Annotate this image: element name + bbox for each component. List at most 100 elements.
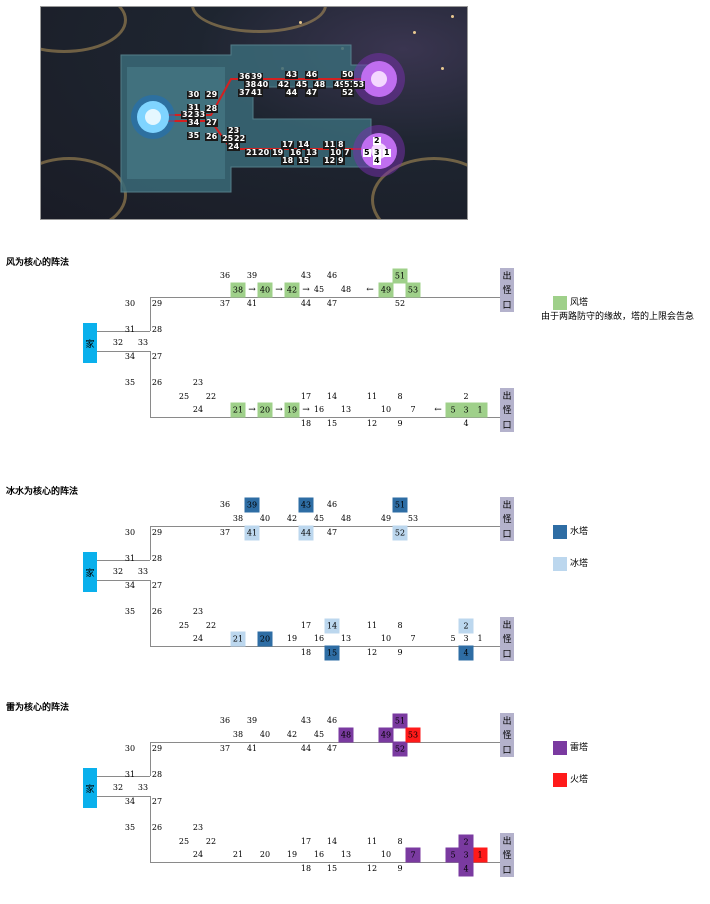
slot-number-46: 46 — [326, 500, 338, 509]
slot-number-31: 31 — [124, 325, 136, 334]
legend-swatch — [553, 296, 567, 310]
path-line — [97, 776, 150, 777]
map-slot-21: 21 — [245, 148, 259, 157]
slot-number-36: 36 — [219, 271, 231, 280]
slot-number-4: 4 — [463, 419, 469, 428]
map-slot-11: 11 — [323, 140, 337, 149]
slot-number-18: 18 — [300, 419, 312, 428]
slot-number-31: 31 — [124, 770, 136, 779]
map-slot-45: 45 — [295, 80, 309, 89]
slot-number-33: 33 — [137, 783, 149, 792]
slot-number-39: 39 — [246, 716, 258, 725]
slot-number-13: 13 — [340, 634, 352, 643]
cloud-decoration — [371, 157, 467, 219]
slot-number-23: 23 — [192, 607, 204, 616]
map-slot-29: 29 — [205, 90, 219, 99]
slot-number-17: 17 — [300, 392, 312, 401]
slot-number-45: 45 — [313, 730, 325, 739]
map-slot-43: 43 — [285, 70, 299, 79]
right-arrow-icon: → — [275, 405, 283, 415]
slot-number-35: 35 — [124, 378, 136, 387]
slot-number-36: 36 — [219, 716, 231, 725]
slot-number-34: 34 — [124, 581, 136, 590]
slot-number-11: 11 — [366, 392, 378, 401]
slot-number-44: 44 — [300, 299, 312, 308]
map-layout-svg — [120, 44, 405, 193]
map-slot-46: 46 — [305, 70, 319, 79]
tower-slot-49: 49 — [378, 282, 394, 298]
slot-number-35: 35 — [124, 607, 136, 616]
map-slot-36: 36 — [238, 72, 252, 81]
map-slot-48: 48 — [313, 80, 327, 89]
tower-slot-3: 3 — [458, 847, 474, 863]
slot-number-27: 27 — [151, 581, 163, 590]
slot-number-35: 35 — [124, 823, 136, 832]
slot-number-7: 7 — [410, 634, 416, 643]
slot-number-26: 26 — [151, 378, 163, 387]
tower-slot-19: 19 — [284, 402, 300, 418]
slot-number-22: 22 — [205, 837, 217, 846]
right-arrow-icon: → — [302, 405, 310, 415]
slot-number-32: 32 — [112, 567, 124, 576]
legend-label: 雷塔 — [570, 743, 589, 753]
slot-number-37: 37 — [219, 528, 231, 537]
slot-number-9: 9 — [397, 864, 403, 873]
exit-char: 怪 — [502, 515, 512, 526]
tower-slot-7: 7 — [405, 847, 421, 863]
path-line — [150, 351, 151, 417]
slot-number-42: 42 — [286, 730, 298, 739]
slot-number-41: 41 — [246, 744, 258, 753]
slot-number-11: 11 — [366, 621, 378, 630]
slot-number-34: 34 — [124, 797, 136, 806]
slot-number-13: 13 — [340, 405, 352, 414]
slot-number-8: 8 — [397, 392, 403, 401]
tower-slot-14: 14 — [324, 618, 340, 634]
tower-slot-49: 49 — [378, 727, 394, 743]
map-slot-3: 3 — [373, 148, 381, 157]
map-slot-15: 15 — [297, 156, 311, 165]
slot-number-28: 28 — [151, 554, 163, 563]
slot-number-36: 36 — [219, 500, 231, 509]
slot-number-45: 45 — [313, 285, 325, 294]
tower-slot-4: 4 — [458, 861, 474, 877]
map-slot-16: 16 — [289, 148, 303, 157]
slot-number-33: 33 — [137, 567, 149, 576]
legend-swatch — [553, 525, 567, 539]
star-decoration — [451, 15, 454, 18]
path-line — [150, 526, 500, 527]
slot-number-29: 29 — [151, 299, 163, 308]
tower-slot-4: 4 — [458, 645, 474, 661]
map-slot-28: 28 — [205, 104, 219, 113]
slot-number-25: 25 — [178, 621, 190, 630]
slot-number-39: 39 — [246, 271, 258, 280]
exit-char: 出 — [502, 620, 512, 631]
map-slot-34: 34 — [187, 118, 201, 127]
path-line — [97, 580, 150, 581]
slot-number-47: 47 — [326, 299, 338, 308]
slot-number-21: 21 — [232, 850, 244, 859]
star-decoration — [413, 31, 416, 34]
slot-number-17: 17 — [300, 837, 312, 846]
map-slot-44: 44 — [285, 88, 299, 97]
slot-number-16: 16 — [313, 634, 325, 643]
slot-number-18: 18 — [300, 864, 312, 873]
map-slot-31: 31 — [187, 103, 201, 112]
home-base: 家 — [83, 768, 97, 808]
slot-number-18: 18 — [300, 648, 312, 657]
slot-number-43: 43 — [300, 716, 312, 725]
tower-slot-20: 20 — [257, 631, 273, 647]
map-slot-10: 10 — [329, 148, 343, 157]
slot-number-38: 38 — [232, 730, 244, 739]
tower-slot-41: 41 — [244, 525, 260, 541]
map-slot-12: 12 — [323, 156, 337, 165]
tower-slot-5: 5 — [445, 402, 461, 418]
map-slot-47: 47 — [305, 88, 319, 97]
map-slot-35: 35 — [187, 131, 201, 140]
slot-number-44: 44 — [300, 744, 312, 753]
map-slot-20: 20 — [257, 148, 271, 157]
slot-number-37: 37 — [219, 744, 231, 753]
slot-number-40: 40 — [259, 514, 271, 523]
exit-char: 口 — [502, 866, 512, 877]
legend-swatch — [553, 773, 567, 787]
